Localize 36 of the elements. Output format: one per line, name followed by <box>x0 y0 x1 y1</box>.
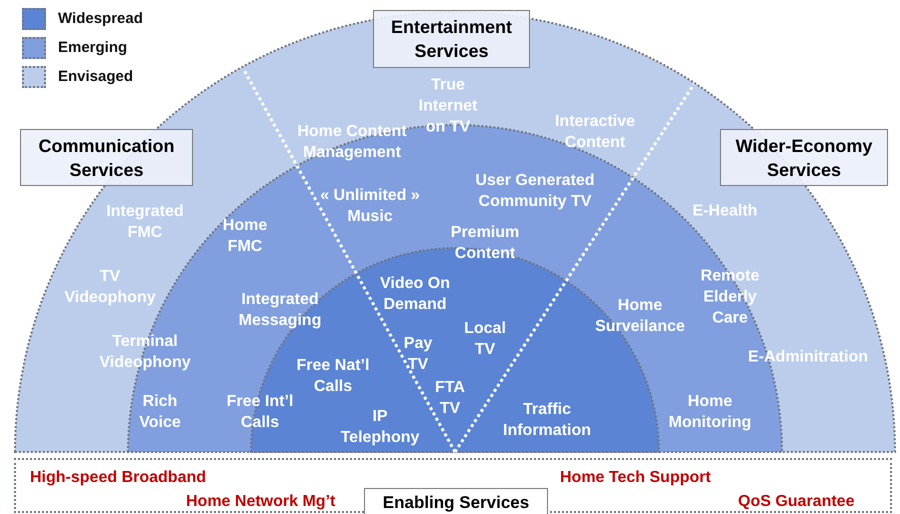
service-label: QoS Guarantee <box>738 492 854 512</box>
service-label: TV Videophony <box>63 267 157 308</box>
service-label: Home Surveilance <box>594 296 686 337</box>
service-label: Integrated Messaging <box>238 290 322 331</box>
service-label: « Unlimited » Music <box>319 186 421 227</box>
service-label: Terminal Videophony <box>98 332 192 373</box>
service-label: Local TV <box>463 319 507 360</box>
category-box: Wider-Economy Services <box>720 129 888 186</box>
service-label: Premium Content <box>450 223 520 264</box>
service-label: E-Adminitration <box>747 348 869 368</box>
service-label: Video On Demand <box>379 274 451 315</box>
category-box: Entertainment Services <box>373 10 530 68</box>
legend-label: Emerging <box>58 39 128 56</box>
service-label: Home Tech Support <box>560 468 711 488</box>
service-label: Home Monitoring <box>668 392 752 433</box>
category-box: Enabling Services <box>364 488 548 514</box>
service-label: Home Network Mg’t <box>186 492 336 512</box>
service-label: Free Nat’l Calls <box>296 356 370 397</box>
service-label: IP Telephony <box>340 407 420 448</box>
enabling-services-panel <box>14 458 892 513</box>
service-label: High-speed Broadband <box>30 468 206 488</box>
service-label: E-Health <box>692 202 758 222</box>
service-label: Free Int’l Calls <box>226 392 294 433</box>
category-box: Communication Services <box>20 129 193 186</box>
service-label: Pay TV <box>402 334 434 375</box>
legend-label: Widespread <box>58 10 143 27</box>
legend-label: Envisaged <box>58 68 134 85</box>
service-label: Home FMC <box>222 216 268 257</box>
service-label: True Internet on TV <box>418 76 478 138</box>
service-label: Traffic Information <box>502 400 592 441</box>
service-label: Interactive Content <box>554 112 636 153</box>
service-label: FTA TV <box>434 378 466 419</box>
service-label: Remote Elderly Care <box>700 266 760 328</box>
service-label: Integrated FMC <box>105 202 185 243</box>
service-label: Rich Voice <box>138 392 182 433</box>
service-label: User Generated Community TV <box>474 171 596 212</box>
